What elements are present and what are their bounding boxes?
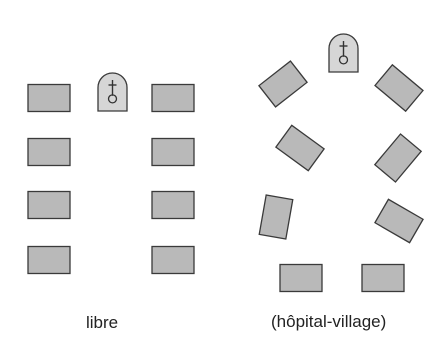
bed-horseshoe-6 [374, 198, 424, 244]
bed-left-col-4 [27, 245, 71, 275]
bed-rectangle-icon [27, 137, 71, 167]
bed-right-col-3 [151, 190, 195, 220]
libre-layout [27, 72, 195, 275]
bed-horseshoe-8 [361, 263, 405, 293]
bed-rectangle-icon [373, 133, 423, 183]
bed-rectangle-icon [151, 245, 195, 275]
bed-horseshoe-4 [373, 133, 423, 183]
altar-ring [107, 94, 118, 104]
bed-rectangle-icon [27, 245, 71, 275]
bed-rectangle-icon [258, 60, 308, 108]
bed-horseshoe-3 [274, 124, 326, 172]
bed-horseshoe-7 [279, 263, 323, 293]
bed-rectangle-icon [151, 190, 195, 220]
bed-rectangle-icon [279, 263, 323, 293]
caption-libre: libre [86, 313, 119, 332]
bed-right-col-4 [151, 245, 195, 275]
bed-rectangle-icon [27, 83, 71, 113]
bed-right-col-1 [151, 83, 195, 113]
altar-ring [338, 55, 349, 65]
bed-right-col-2 [151, 137, 195, 167]
bed-rectangle-icon [151, 137, 195, 167]
altar-hopital-village [328, 33, 359, 73]
caption-hopital-village: (hôpital-village) [271, 312, 387, 331]
altar-libre [97, 72, 128, 112]
bed-rectangle-icon [374, 63, 424, 113]
bed-rectangle-icon [258, 194, 294, 240]
hopital-village-layout [258, 33, 424, 293]
bed-left-col-3 [27, 190, 71, 220]
bed-horseshoe-2 [374, 63, 424, 113]
bed-horseshoe-5 [258, 194, 294, 240]
bed-left-col-2 [27, 137, 71, 167]
bed-rectangle-icon [361, 263, 405, 293]
bed-rectangle-icon [27, 190, 71, 220]
bed-rectangle-icon [374, 198, 424, 244]
bed-horseshoe-1 [258, 60, 308, 108]
bed-rectangle-icon [274, 124, 326, 172]
bed-rectangle-icon [151, 83, 195, 113]
bed-left-col-1 [27, 83, 71, 113]
